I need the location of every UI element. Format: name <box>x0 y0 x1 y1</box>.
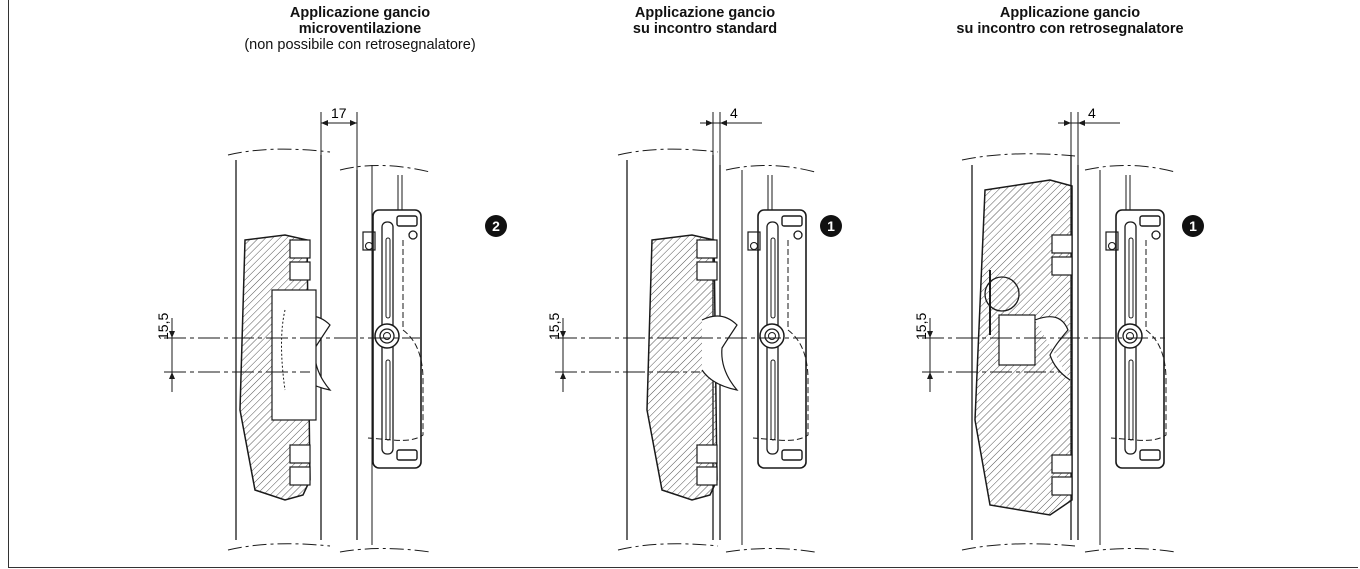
panel-3-marker-circle <box>1182 215 1204 237</box>
panel-1-title-line1: Applicazione gancio <box>289 5 431 21</box>
panel-2-title: Applicazione gancio su incontro standard <box>580 5 830 37</box>
panel-3-title: Applicazione gancio su incontro con retr… <box>925 5 1215 37</box>
panel-1-marker-circle <box>485 215 507 237</box>
panel-1-title-line2: microventilazione <box>298 21 422 37</box>
panel-3-drawing: 4 15,5 1 <box>913 105 1204 553</box>
panel-2-drawing: 4 15,5 1 <box>546 105 842 553</box>
panel-3-title-line1: Applicazione gancio <box>999 5 1141 21</box>
panel-2-title-line2: su incontro standard <box>632 21 778 37</box>
panel-1-title-note: (non possibile con retrosegnalatore) <box>244 37 476 53</box>
panel-3-title-line2: su incontro con retrosegnalatore <box>956 21 1184 37</box>
panel-3-dim-top: 4 <box>1088 105 1096 121</box>
panel-1-marker: 2 <box>492 218 500 234</box>
panel-3-marker: 1 <box>1189 218 1197 234</box>
panel-1-dim-side: 15,5 <box>155 313 171 340</box>
panel-1-dim-top: 17 <box>331 105 347 121</box>
panel-2-marker: 1 <box>827 218 835 234</box>
panel-2-title-line1: Applicazione gancio <box>634 5 776 21</box>
panel-2-marker-circle <box>820 215 842 237</box>
panel-3-dim-side: 15,5 <box>913 313 929 340</box>
panel-2-dim-side: 15,5 <box>546 313 562 340</box>
panel-2-dim-top: 4 <box>730 105 738 121</box>
panel-1-drawing: 17 15,5 2 <box>155 105 507 553</box>
panel-1-title: Applicazione gancio microventilazione (n… <box>205 5 515 53</box>
diagram-frame <box>8 0 1358 568</box>
